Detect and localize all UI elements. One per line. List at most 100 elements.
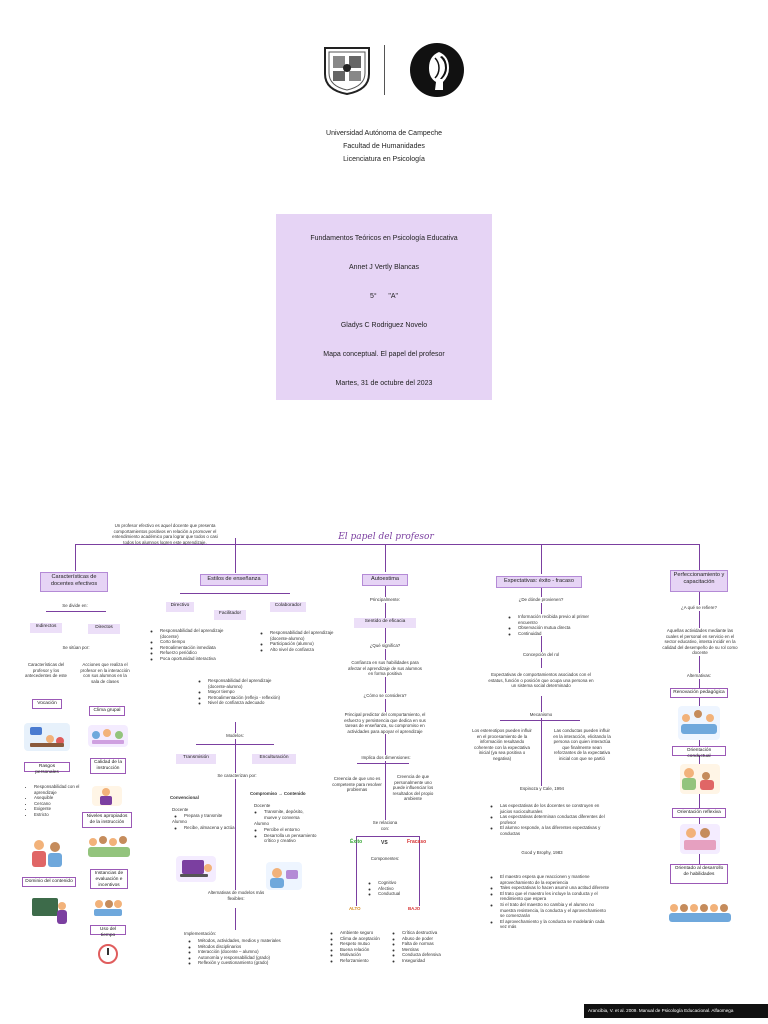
list-item: Si el trato del maestro no cambia y el a… bbox=[500, 902, 610, 919]
pedagogic-box: Renovación pedagógica bbox=[670, 688, 728, 698]
teacher-illustration bbox=[92, 786, 122, 806]
source-list: Información recibida previo al primer en… bbox=[510, 614, 592, 637]
list-item: Mayor tiempo bbox=[208, 689, 288, 695]
conventional-docente: Docente bbox=[172, 807, 189, 812]
traits-list: Responsabilidad con el aprendizaje Asequ… bbox=[26, 784, 84, 818]
list-item: Métodos, actividades, medios y materiale… bbox=[198, 938, 308, 944]
assignment-title: Mapa conceptual. El papel del profesor bbox=[323, 351, 445, 358]
list-item: Responsabilidad del aprendizaje (docente… bbox=[270, 630, 350, 641]
video-illustration bbox=[266, 862, 302, 890]
crowd-illustration bbox=[86, 832, 132, 862]
list-item: Refuerzo periódico bbox=[160, 650, 240, 656]
group-label: 5° "A" bbox=[370, 293, 398, 300]
connector bbox=[235, 722, 236, 890]
col2-header: Estilos de enseñanza bbox=[200, 574, 268, 586]
facilitator-list: Responsabilidad del aprendizaje (docente… bbox=[200, 678, 288, 706]
models-label: Modelos: bbox=[220, 733, 250, 739]
mechanism-label: Mecanismo bbox=[521, 712, 561, 718]
list-item: Métodos disciplinarios bbox=[198, 944, 308, 950]
source-label: ¿De dónde provienen? bbox=[511, 597, 571, 603]
list-item: Continuidad bbox=[518, 631, 592, 637]
faculty-name: Facultad de Humanidades bbox=[343, 143, 425, 150]
list-item: Percibe el entorno bbox=[264, 827, 318, 833]
list-item: Prepara y transmite bbox=[184, 813, 244, 819]
list-item: Información recibida previo al primer en… bbox=[518, 614, 592, 625]
failure-label: Fracaso bbox=[407, 839, 427, 845]
col1-header: Características de docentes efectivos bbox=[40, 572, 108, 592]
implementation-label: Implementación: bbox=[184, 931, 217, 936]
left-mechanism: Los estereotipos pueden influir en el pr… bbox=[472, 728, 532, 761]
how-label: ¿Cómo se considera? bbox=[360, 693, 410, 699]
director-box: Directivo bbox=[166, 602, 194, 612]
connector bbox=[541, 544, 542, 574]
conventional-alumno-list: Recibe, almacena y actúa bbox=[176, 825, 236, 831]
how-answer: Principal predictor del comportamiento, … bbox=[340, 712, 430, 735]
list-item: Reforzamiento bbox=[340, 958, 396, 964]
faculty-logo-icon bbox=[410, 43, 464, 97]
vs-label: VS bbox=[381, 840, 388, 846]
teacher-name: Gladys C Rodriguez Novelo bbox=[340, 322, 428, 329]
what-label: ¿Qué significa? bbox=[360, 643, 410, 649]
chalkboard-illustration bbox=[30, 892, 70, 926]
group-photo-illustration bbox=[668, 900, 732, 924]
reading-illustration bbox=[680, 824, 720, 854]
situated-label: Se sitúan por: bbox=[62, 645, 90, 650]
connector bbox=[419, 836, 420, 906]
conception-label: Concepción del rol bbox=[516, 652, 566, 658]
class-illustration bbox=[680, 764, 720, 794]
connector bbox=[196, 744, 274, 745]
list-item: Retroalimentación inmediata bbox=[160, 645, 240, 651]
conventional-alumno: Alumno bbox=[172, 819, 187, 824]
reflective-box: Orientación reflexiva bbox=[672, 808, 726, 818]
implies-label: Implica dos dimensiones: bbox=[358, 755, 414, 761]
low-label: BAJO bbox=[408, 906, 421, 911]
components-list: Cognitivo Afectivo Conductual bbox=[370, 880, 422, 897]
cite1: Espinoza y Cale, 1994 bbox=[520, 786, 564, 791]
list-item: El trato que el maestro les incluye la c… bbox=[500, 891, 610, 902]
conventional-title: Convencional bbox=[170, 795, 199, 800]
list-item: Desarrolla un pensamiento crítico y crea… bbox=[264, 833, 318, 844]
high-label: ALTO bbox=[349, 906, 361, 911]
dim2-text: Creencia de que personalmente uno puede … bbox=[392, 774, 434, 802]
list-item: El maestro espera que reaccionen y manti… bbox=[500, 874, 610, 885]
dim1-text: Creencia de que uno es competente para r… bbox=[332, 776, 382, 793]
list-item: Observación mutua directa bbox=[518, 625, 592, 631]
commitment-alumno: Alumno bbox=[254, 821, 269, 826]
list-item: Abuso de poder bbox=[402, 936, 458, 942]
institution-block: Universidad Autónoma de Campeche Faculta… bbox=[284, 129, 484, 164]
col5-header: Perfeccionamiento y capacitación bbox=[670, 570, 728, 592]
list-item: Transmite, depósito, mueve y conversa bbox=[264, 809, 316, 820]
connector bbox=[235, 908, 236, 930]
connector bbox=[75, 544, 76, 571]
list-item: Conducta defensiva bbox=[402, 952, 458, 958]
list-item: Las expectativas de los docentes se cons… bbox=[500, 803, 610, 814]
list-item: Conductual bbox=[378, 891, 422, 897]
logo-area bbox=[320, 40, 465, 100]
connector bbox=[235, 538, 236, 573]
instances-box: Instancias de evaluación e incentivos bbox=[90, 869, 128, 889]
clock-illustration bbox=[92, 940, 124, 970]
connector bbox=[699, 544, 700, 571]
divide-label: Se divide en: bbox=[62, 603, 88, 608]
date-label: Martes, 31 de octubre del 2023 bbox=[335, 380, 433, 387]
list-item: Cognitivo bbox=[378, 880, 422, 886]
list-item: Inseguridad bbox=[402, 958, 458, 964]
list-item: Autonomía y responsabilidad (grado) bbox=[198, 955, 308, 961]
kids-illustration bbox=[30, 832, 66, 872]
list-item: Crítica destructiva bbox=[402, 930, 458, 936]
col5-what: ¿A qué se refiere? bbox=[674, 605, 724, 611]
cite2: Good y Brophy, 1983 bbox=[521, 850, 563, 855]
university-seal-icon bbox=[324, 47, 370, 96]
direct-box: Directos bbox=[88, 624, 120, 634]
direct-text: Acciones que realiza el profesor en la i… bbox=[80, 662, 130, 684]
list-item: Estricto bbox=[34, 812, 84, 818]
list-item: Mentiras bbox=[402, 947, 458, 953]
map-title: El papel del profesor bbox=[338, 532, 434, 542]
collaborator-box: Colaborador bbox=[270, 602, 306, 612]
logo-divider bbox=[384, 45, 385, 95]
student-name: Annet J Vertly Blancas bbox=[348, 264, 420, 271]
list-item: Exigente bbox=[34, 806, 84, 812]
what-answer: Confianza en sus habilidades para afecta… bbox=[348, 660, 422, 677]
cover-card: Fundamentos Teóricos en Psicología Educa… bbox=[276, 214, 492, 400]
students-illustration bbox=[92, 896, 124, 918]
